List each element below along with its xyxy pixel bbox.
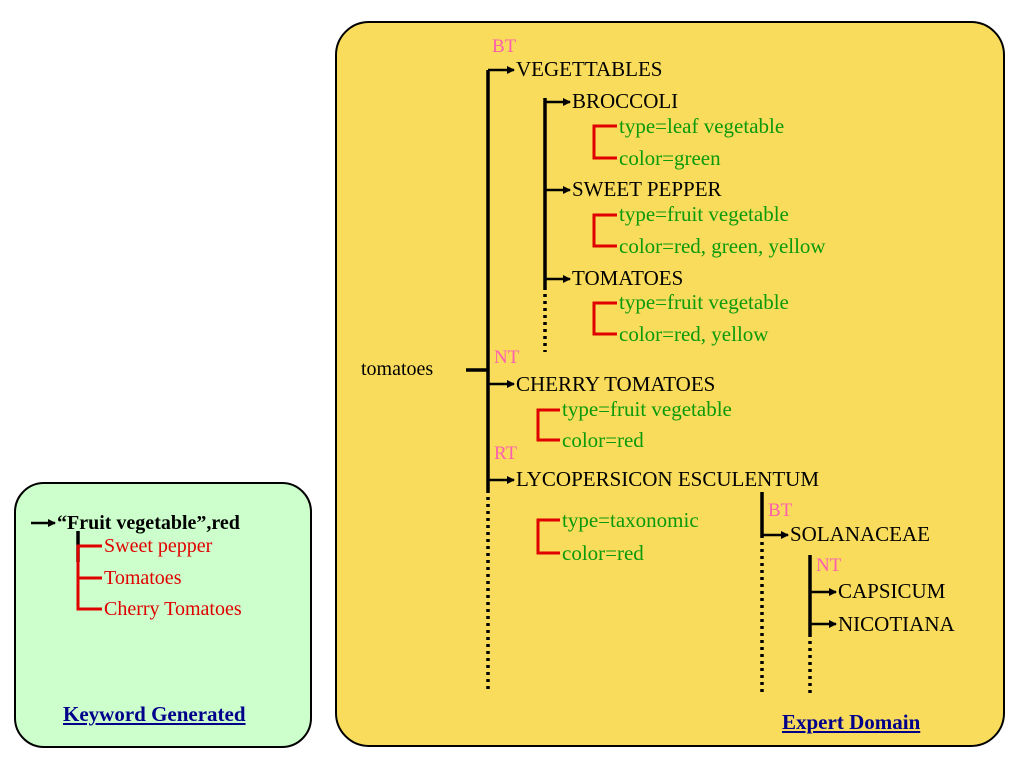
node-vegetables: VEGETTABLES: [516, 57, 663, 81]
keyword-generated-link[interactable]: Keyword Generated: [63, 702, 246, 726]
attr-broccoli-type: type=leaf vegetable: [619, 114, 785, 138]
keyword-query: “Fruit vegetable”,red: [57, 512, 240, 534]
relation-bt-2: BT: [768, 500, 793, 521]
bracket-tomatoes: [592, 301, 617, 336]
expert-domain-link[interactable]: Expert Domain: [782, 710, 921, 734]
node-broccoli: BROCCOLI: [572, 89, 679, 113]
expert-domain-panel: [335, 21, 1005, 747]
attr-cherry-color: color=red: [562, 428, 644, 452]
attr-lyco-color: color=red: [562, 541, 644, 565]
attr-lyco-type: type=taxonomic: [562, 508, 699, 532]
keyword-result-1: Sweet pepper: [104, 535, 213, 557]
node-capsicum: CAPSICUM: [838, 579, 946, 603]
relation-bt-1: BT: [492, 36, 517, 57]
keyword-result-3: Cherry Tomatoes: [104, 598, 242, 620]
keyword-result-2: Tomatoes: [104, 567, 182, 589]
attr-cherry-type: type=fruit vegetable: [562, 397, 732, 421]
relation-nt-2: NT: [816, 555, 842, 576]
bracket-broccoli: [592, 124, 617, 160]
node-nicotiana: NICOTIANA: [838, 612, 955, 636]
root-term-tomatoes: tomatoes: [361, 358, 434, 380]
attr-sweet-pepper-type: type=fruit vegetable: [619, 202, 789, 226]
node-solanaceae: SOLANACEAE: [790, 522, 930, 546]
node-cherry-tomatoes: CHERRY TOMATOES: [516, 372, 716, 396]
relation-nt-1: NT: [494, 347, 520, 368]
attr-tomatoes-type: type=fruit vegetable: [619, 290, 789, 314]
node-lycopersicon: LYCOPERSICON ESCULENTUM: [516, 467, 820, 491]
relation-rt: RT: [494, 443, 518, 464]
bracket-lyco: [536, 518, 560, 555]
keyword-generated-panel: [14, 482, 312, 748]
bracket-sweet-pepper: [592, 213, 617, 248]
node-sweet-pepper: SWEET PEPPER: [572, 177, 722, 201]
node-tomatoes: TOMATOES: [572, 266, 684, 290]
attr-sweet-pepper-color: color=red, green, yellow: [619, 234, 826, 258]
attr-tomatoes-color: color=red, yellow: [619, 322, 769, 346]
attr-broccoli-color: color=green: [619, 146, 721, 170]
bracket-cherry: [536, 408, 560, 442]
